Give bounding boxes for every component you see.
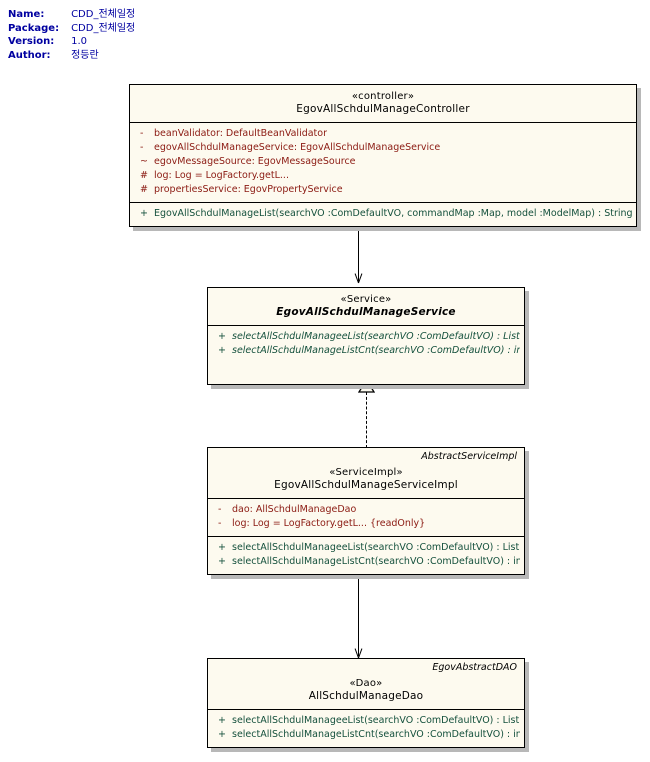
- class-header-dao: «Dao» AllSchdulManageDao: [208, 674, 524, 709]
- attribute-signature: egovAllSchdulManageService: EgovAllSchdu…: [154, 142, 441, 153]
- operations-compartment: + EgovAllSchdulManageList(searchVO :ComD…: [130, 203, 636, 226]
- visibility-marker: +: [218, 729, 226, 740]
- arrowhead-open: [352, 648, 365, 657]
- compartment-divider: [208, 536, 524, 537]
- attribute-row: # log: Log = LogFactory.getL...: [132, 169, 634, 183]
- attribute-signature: egovMessageSource: EgovMessageSource: [154, 156, 356, 167]
- visibility-marker: +: [218, 556, 226, 567]
- operation-row: + selectAllSchdulManageListCnt(searchVO …: [210, 555, 522, 569]
- operation-row: + selectAllSchdulManageListCnt(searchVO …: [210, 728, 522, 742]
- connector-line-dashed: [366, 392, 367, 448]
- metadata-value-package: CDD_전체일정: [71, 22, 136, 34]
- superclass-label: AbstractServiceImpl: [421, 451, 517, 462]
- operation-signature: selectAllSchdulManageListCnt(searchVO :C…: [232, 556, 520, 567]
- metadata-value-version: 1.0: [71, 36, 87, 47]
- attribute-signature: propertiesService: EgovPropertyService: [154, 184, 343, 195]
- operation-signature: selectAllSchdulManageeList(searchVO :Com…: [232, 542, 520, 553]
- arrowhead-hollow-triangle: [358, 379, 375, 393]
- operation-signature: selectAllSchdulManageListCnt(searchVO :C…: [232, 345, 520, 356]
- attribute-signature: log: Log = LogFactory.getL... {readOnly}: [232, 518, 426, 529]
- compartment-divider: [208, 709, 524, 710]
- class-box-serviceimpl[interactable]: AbstractServiceImpl «ServiceImpl» EgovAl…: [207, 447, 525, 575]
- attributes-compartment: - beanValidator: DefaultBeanValidator - …: [130, 123, 636, 202]
- metadata-key-package: Package:: [8, 22, 60, 34]
- visibility-marker: +: [218, 542, 226, 553]
- operations-compartment: + selectAllSchdulManageeList(searchVO :C…: [208, 710, 524, 747]
- attribute-row: - beanValidator: DefaultBeanValidator: [132, 127, 634, 141]
- operations-compartment: + selectAllSchdulManageeList(searchVO :C…: [208, 537, 524, 574]
- operation-signature: selectAllSchdulManageListCnt(searchVO :C…: [232, 729, 520, 740]
- attributes-compartment: - dao: AllSchdulManageDao - log: Log = L…: [208, 499, 524, 536]
- visibility-marker: -: [218, 518, 222, 529]
- class-name: EgovAllSchdulManageServiceImpl: [274, 479, 458, 491]
- operation-row: + selectAllSchdulManageeList(searchVO :C…: [210, 714, 522, 728]
- compartment-divider: [130, 202, 636, 203]
- diagram-metadata: Name: CDD_전체일정 Package: CDD_전체일정 Version…: [8, 9, 135, 63]
- connector-line: [358, 574, 359, 656]
- operation-signature: selectAllSchdulManageeList(searchVO :Com…: [232, 715, 520, 726]
- superclass-label: EgovAbstractDAO: [432, 662, 517, 673]
- class-stereotype: «ServiceImpl»: [329, 467, 403, 478]
- class-box-dao[interactable]: EgovAbstractDAO «Dao» AllSchdulManageDao…: [207, 658, 525, 748]
- metadata-row: Version: 1.0: [8, 36, 135, 50]
- class-name: EgovAllSchdulManageService: [276, 306, 456, 318]
- class-header-serviceimpl: «ServiceImpl» EgovAllSchdulManageService…: [208, 463, 524, 498]
- attribute-row: # propertiesService: EgovPropertyService: [132, 183, 634, 197]
- operation-row: + selectAllSchdulManageeList(searchVO :C…: [210, 330, 522, 344]
- operations-compartment: + selectAllSchdulManageeList(searchVO :C…: [208, 326, 524, 384]
- operation-row: + EgovAllSchdulManageList(searchVO :ComD…: [132, 207, 634, 221]
- operation-row: + selectAllSchdulManageListCnt(searchVO …: [210, 344, 522, 358]
- visibility-marker: +: [218, 331, 226, 342]
- metadata-row: Author: 정등란: [8, 50, 135, 64]
- metadata-key-version: Version:: [8, 36, 55, 47]
- class-header-service: «Service» EgovAllSchdulManageService: [208, 288, 524, 325]
- class-name: AllSchdulManageDao: [308, 690, 424, 702]
- attribute-signature: dao: AllSchdulManageDao: [232, 504, 357, 515]
- metadata-table: Name: CDD_전체일정 Package: CDD_전체일정 Version…: [8, 9, 135, 63]
- attribute-row: ~ egovMessageSource: EgovMessageSource: [132, 155, 634, 169]
- attribute-row: - log: Log = LogFactory.getL... {readOnl…: [210, 517, 522, 531]
- visibility-marker: +: [218, 715, 226, 726]
- visibility-marker: -: [140, 128, 144, 139]
- class-header-controller: «controller» EgovAllSchdulManageControll…: [130, 85, 636, 122]
- class-stereotype: «Dao»: [349, 678, 383, 689]
- visibility-marker: #: [140, 184, 148, 195]
- compartment-divider: [208, 498, 524, 499]
- arrowhead-open: [352, 273, 365, 282]
- attribute-row: - egovAllSchdulManageService: EgovAllSch…: [132, 141, 634, 155]
- visibility-marker: +: [140, 208, 148, 219]
- metadata-row: Package: CDD_전체일정: [8, 23, 135, 37]
- class-box-service[interactable]: «Service» EgovAllSchdulManageService + s…: [207, 287, 525, 385]
- metadata-row: Name: CDD_전체일정: [8, 9, 135, 23]
- metadata-value-name: CDD_전체일정: [71, 9, 136, 20]
- metadata-key-author: Author:: [8, 49, 51, 61]
- visibility-marker: +: [218, 345, 226, 356]
- attribute-row: - dao: AllSchdulManageDao: [210, 503, 522, 517]
- class-stereotype: «Service»: [340, 294, 392, 305]
- metadata-key-name: Name:: [8, 9, 45, 20]
- class-name: EgovAllSchdulManageController: [296, 103, 470, 115]
- class-stereotype: «controller»: [351, 91, 415, 102]
- operation-signature: EgovAllSchdulManageList(searchVO :ComDef…: [154, 208, 632, 219]
- visibility-marker: #: [140, 170, 148, 181]
- attribute-signature: log: Log = LogFactory.getL...: [154, 170, 289, 181]
- visibility-marker: -: [140, 142, 144, 153]
- visibility-marker: ~: [140, 156, 148, 167]
- class-box-controller[interactable]: «controller» EgovAllSchdulManageControll…: [129, 84, 637, 227]
- compartment-divider: [130, 122, 636, 123]
- connector-line: [358, 224, 359, 282]
- visibility-marker: -: [218, 504, 222, 515]
- compartment-divider: [208, 325, 524, 326]
- metadata-value-author: 정등란: [71, 49, 99, 61]
- operation-row: + selectAllSchdulManageeList(searchVO :C…: [210, 541, 522, 555]
- attribute-signature: beanValidator: DefaultBeanValidator: [154, 128, 327, 139]
- operation-signature: selectAllSchdulManageeList(searchVO :Com…: [232, 331, 520, 342]
